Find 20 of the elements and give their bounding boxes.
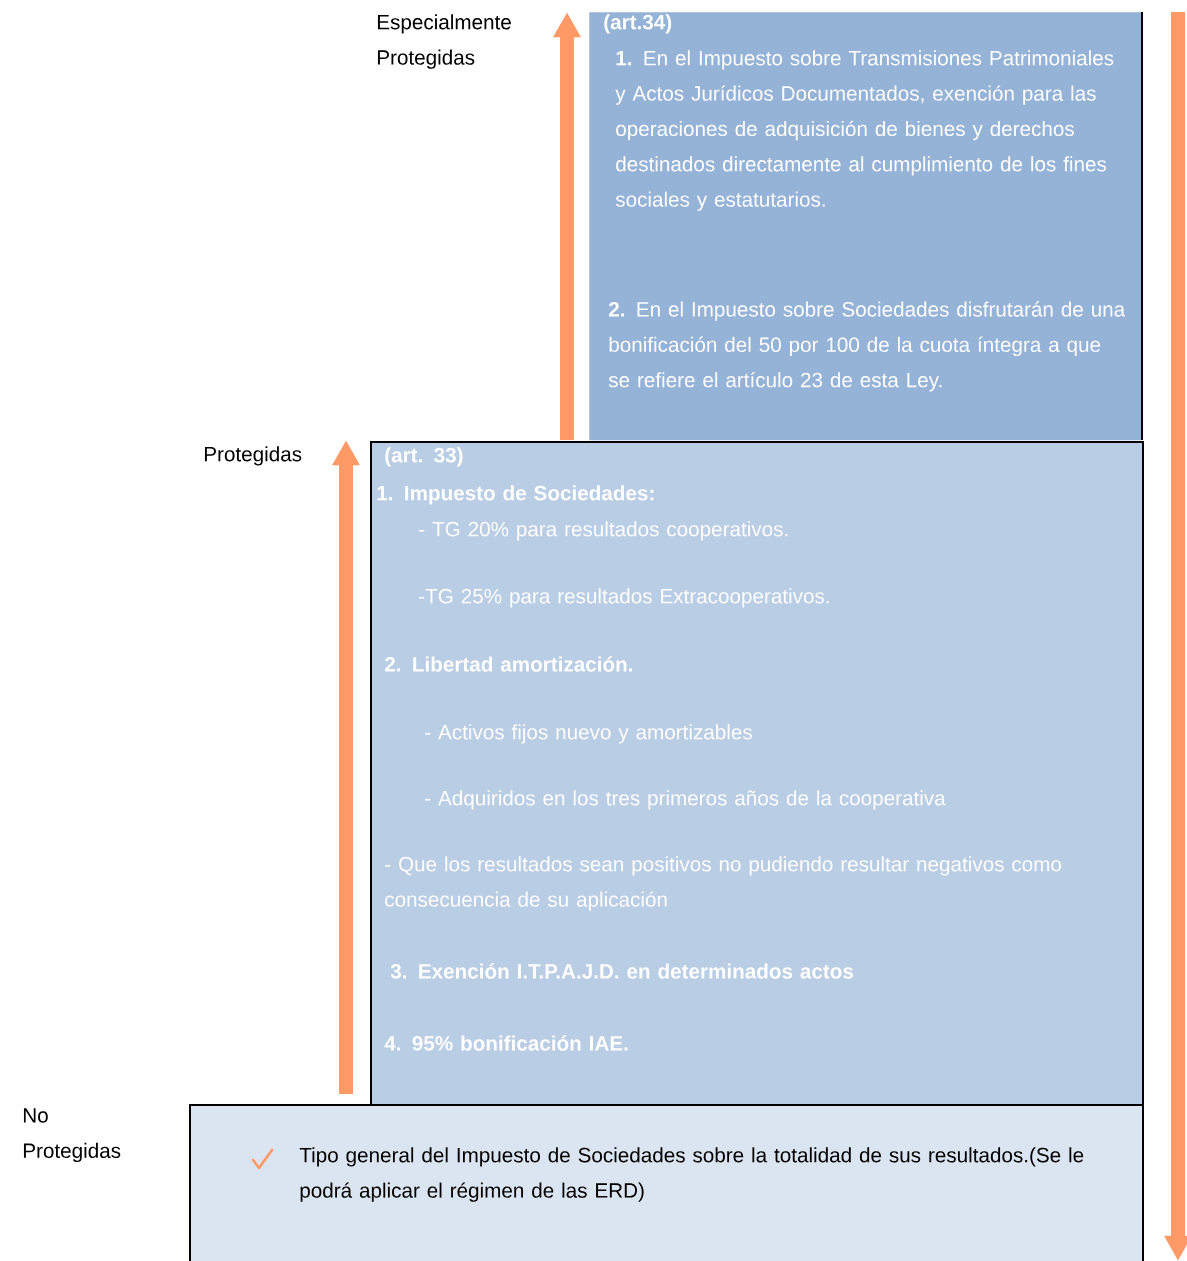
article-heading: (art. 33) (385, 447, 463, 467)
level-label: No Protegidas (23, 1108, 121, 1163)
list-item: 2. En el Impuesto sobre Sociedades disfrutarán de una bonificación del 50 por 100 de la cuota íntegra a que se refiere el artículo 23 de esta Ley. (608, 301, 1126, 392)
text-box (189, 1104, 1144, 1261)
list-item: 4. 95% bonificación IAE. (384, 1035, 628, 1051)
list-item: 1. En el Impuesto sobre Transmisiones Patrimoniales y Actos Jurídicos Documentados, exención para las operaciones de adquisición de bienes y derechos destinados directamente al cumplimiento de los fines sociales y estatutarios. (615, 50, 1114, 211)
text-box (589, 11, 1143, 441)
list-item: -TG 25% para resultados Extracooperativos. (419, 588, 829, 608)
list-item: - TG 20% para resultados cooperativos. (419, 521, 788, 541)
list-item: - Que los resultados sean positivos no pudiendo resultar negativos como consecuencia de su aplicación (385, 856, 1062, 911)
text-box (370, 441, 1144, 1106)
list-item: - Activos fijos nuevo y amortizables (425, 724, 752, 744)
list-item: - Adquiridos en los tres primeros años de la cooperativa (425, 790, 946, 810)
list-item: 1. Impuesto de Sociedades: (377, 485, 654, 505)
list-item: 3. Exención I.T.P.A.J.D. en determinados actos (390, 963, 854, 979)
level-label: Especialmente Protegidas (377, 14, 511, 69)
body-text: Tipo general del Impuesto de Sociedades sobre la totalidad de sus resultados.(Se le podrá aplicar el régimen de las ERD) (299, 1147, 1084, 1202)
article-heading: (art.34) (604, 14, 672, 34)
list-item: 2. Libertad amortización. (385, 656, 633, 672)
level-label: Protegidas (204, 446, 302, 466)
